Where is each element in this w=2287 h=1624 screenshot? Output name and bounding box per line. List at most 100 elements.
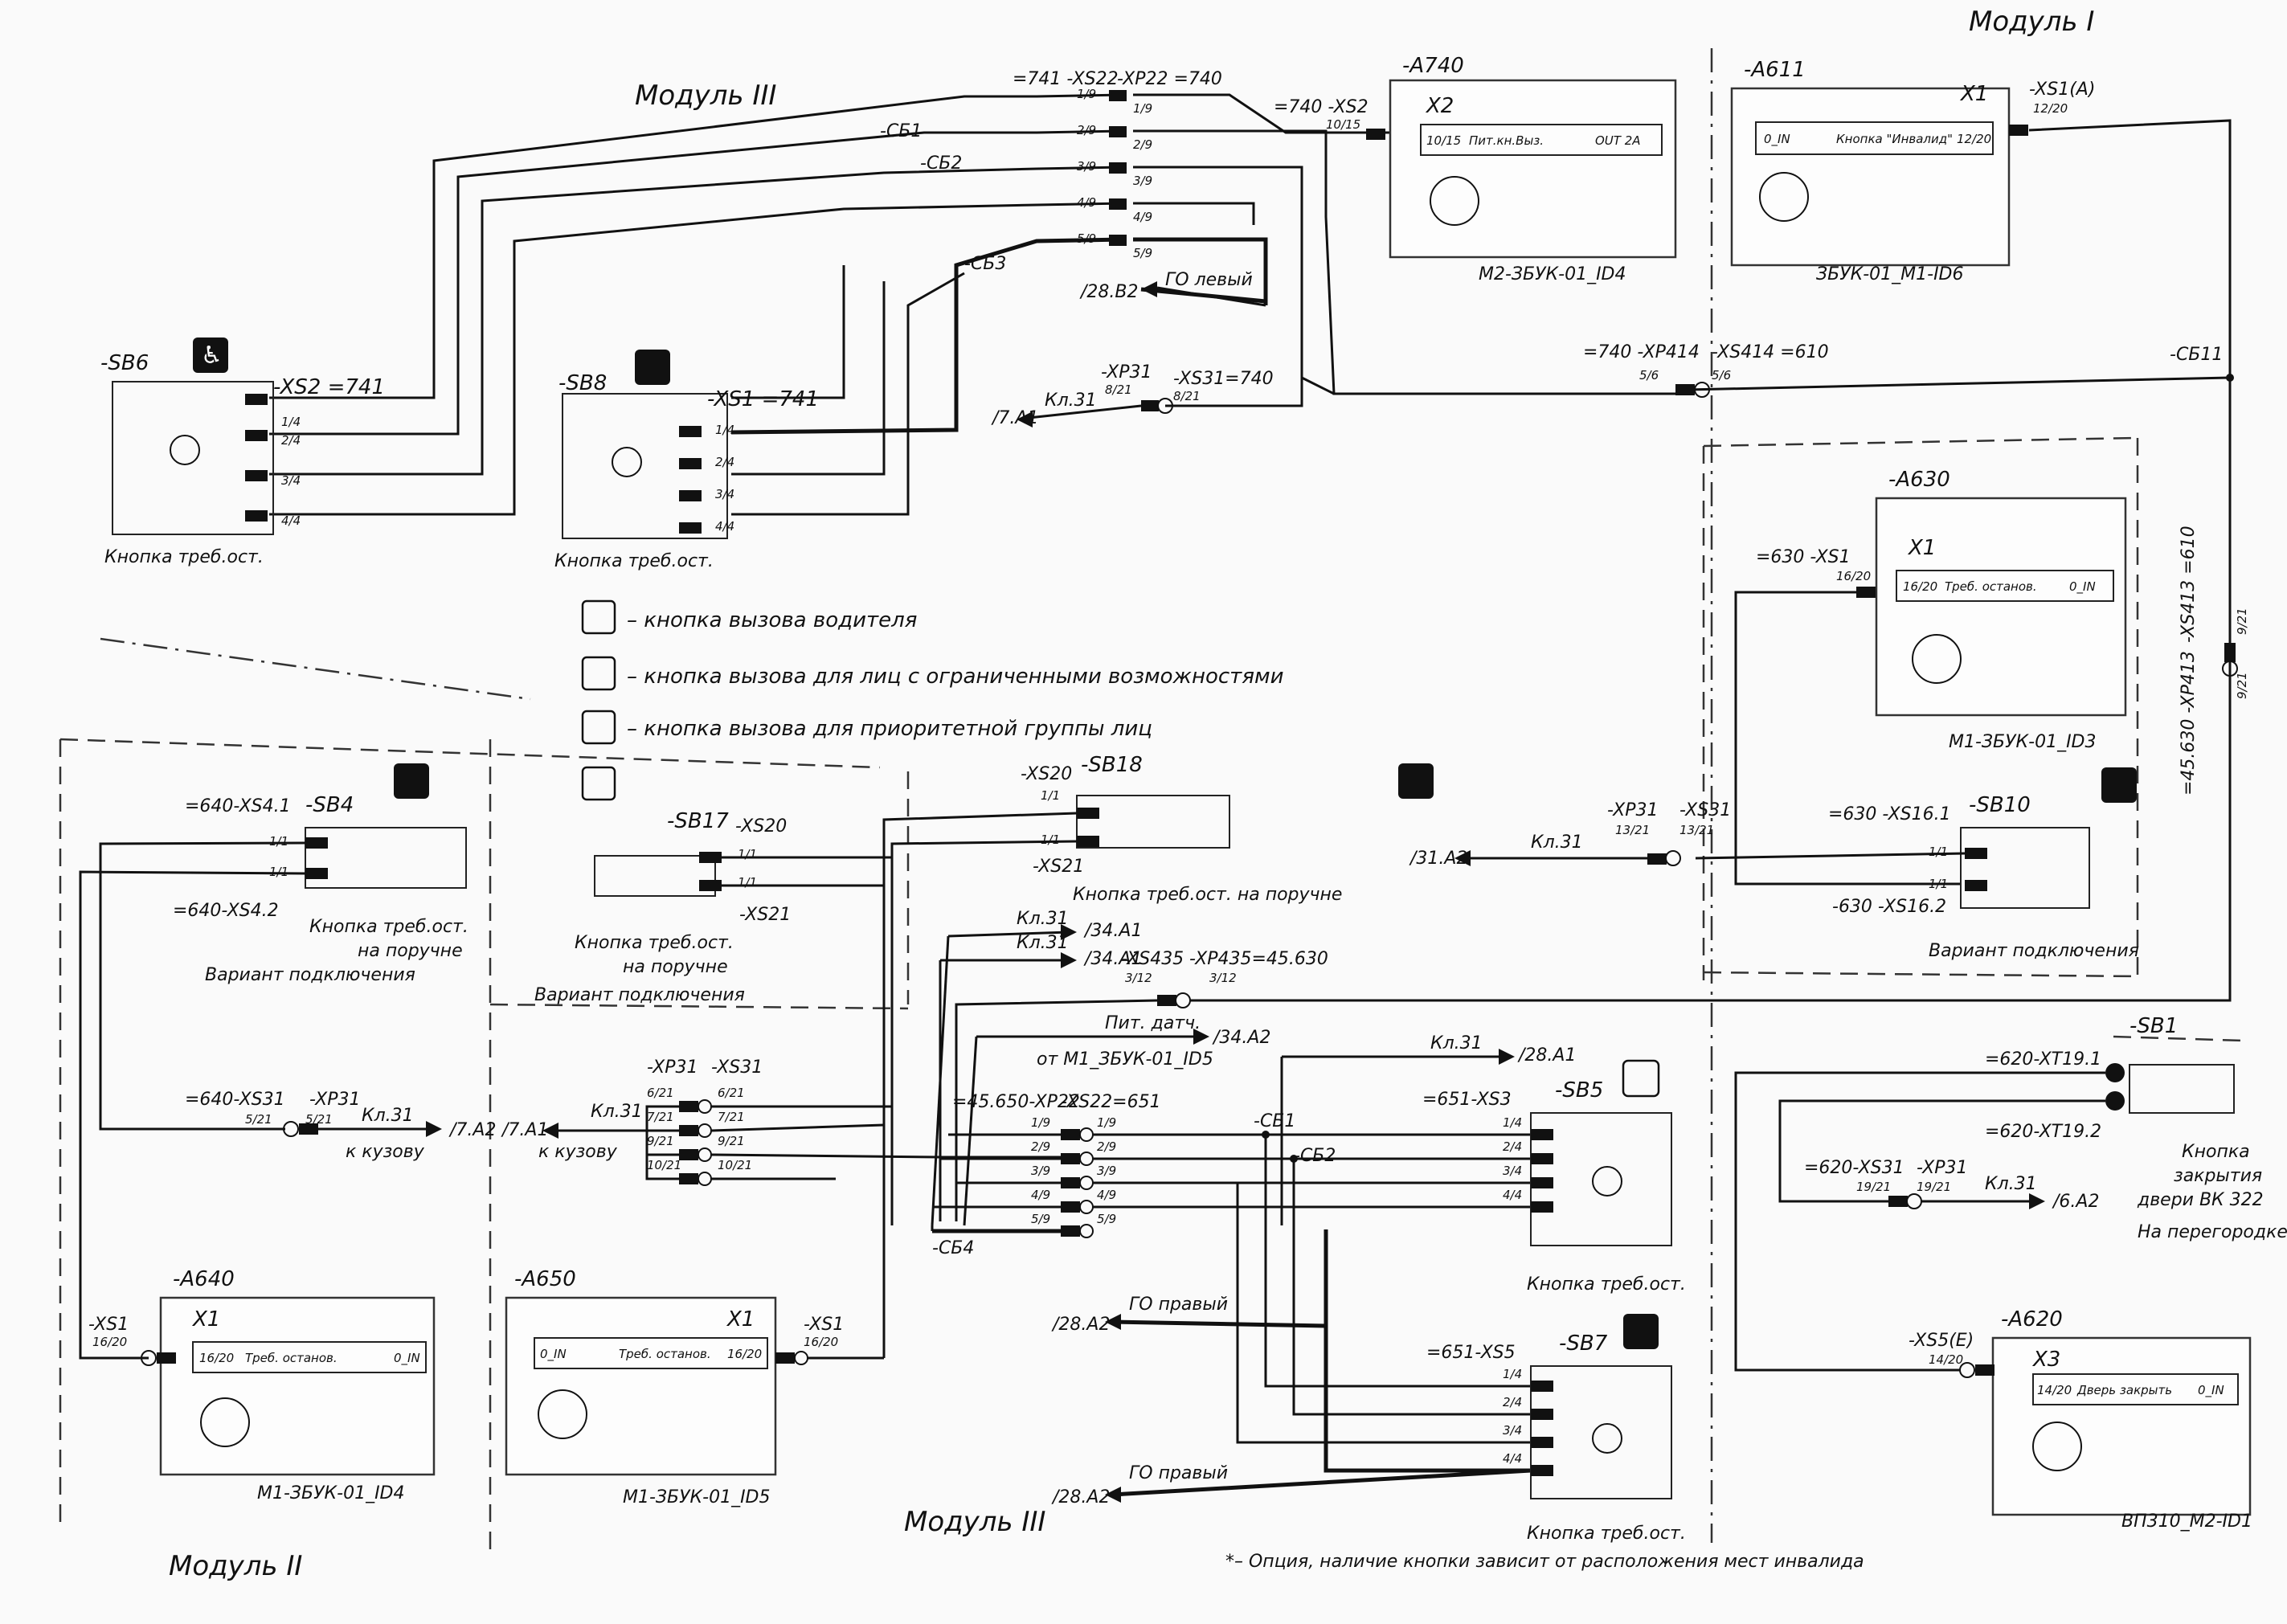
legend-driver: – кнопка вызова водителя: [627, 608, 917, 632]
sb7-conn: =651-XS5: [1426, 1343, 1516, 1363]
module-2-label: Модуль II: [169, 1550, 302, 1582]
kl31-620-refcode: /6.A2: [2052, 1192, 2099, 1212]
xp31-620-label: -XP31: [1917, 1158, 1968, 1178]
xs31-620-pin: 19/21: [1856, 1180, 1891, 1194]
button-sb18[interactable]: -SB18 -XS20 -XS21 1/1 1/1 Кнопка треб.ос…: [882, 753, 1342, 1358]
xs22-pin-2: 2/9: [1077, 123, 1096, 137]
sb18-pin-2: 1/1: [1041, 832, 1060, 847]
sb4-caption-2: на поручне: [358, 941, 463, 961]
priority-legend-icon: [581, 710, 616, 745]
kl31-body-left-label: Кл.31: [591, 1102, 643, 1122]
xp22-bottom-group: =45.650-XP22 -XS22=651 1/9 2/9 3/9 4/9 5…: [931, 1092, 1531, 1473]
xs413-connector: -XS413 =610 =45.630 -XP413 9/21 9/21: [1189, 378, 2249, 1002]
sb8-pin-2: 2/4: [715, 455, 734, 469]
xp31-left-label: -XP31: [647, 1057, 698, 1078]
a630-plug: =630 -XS1: [1756, 547, 1851, 567]
a630-signal: Треб. останов.: [1945, 579, 2037, 594]
button-sb5[interactable]: -SB5 =651-XS3 1/4 2/4 3/4 4/4 Кнопка тре…: [1422, 1059, 1686, 1295]
sb4-conn-bottom: =640-XS4.2: [173, 901, 279, 921]
xp31-mid-pin: 13/21: [1615, 823, 1650, 837]
sb18-conn-top: -XS20: [1021, 764, 1072, 784]
a640-conn: X1: [191, 1307, 220, 1332]
button-sb17[interactable]: -SB17 -XS20 -XS21 1/1 1/1 Кнопка треб.ос…: [534, 766, 892, 1005]
xp31-mid-label: -XP31: [1607, 800, 1659, 820]
sb6-pin-2: 2/4: [281, 433, 301, 448]
go-right-2-label: ГО правый: [1129, 1463, 1228, 1483]
xs22-bot-pin-5: 5/9: [1097, 1212, 1116, 1226]
bus-cb11: -CБ11: [2170, 345, 2223, 365]
xs22-pin-3: 3/9: [1077, 159, 1096, 174]
bus-cb1-top: -CБ1: [880, 121, 922, 141]
a650-name: M1-ЗБУК-01_ID5: [623, 1487, 771, 1507]
bus-cb2-bot: -CБ2: [1294, 1146, 1336, 1166]
sb6-pin-4: 4/4: [281, 513, 301, 528]
a630-name: M1-ЗБУК-01_ID3: [1949, 732, 2097, 752]
go-right-refs: ГО правый /28.A2 ГО правый /28.A2: [1051, 1295, 1532, 1507]
a740-pin: 10/15: [1426, 133, 1461, 148]
a611-conn: X1: [1959, 82, 1988, 106]
a620-signal: Дверь закрыть: [2076, 1383, 2172, 1397]
button-sb7[interactable]: -SB7 =651-XS5 1/4 2/4 3/4 4/4 Кнопка тре…: [1426, 1314, 1686, 1544]
sb5-pin-4: 4/4: [1503, 1188, 1522, 1202]
xs31-left-label: -XS31: [711, 1057, 763, 1078]
xs22-pin-1: 1/9: [1077, 87, 1096, 101]
footnote: *– Опция, наличие кнопки зависит от расп…: [1225, 1552, 1864, 1572]
driver-call-icon: [635, 350, 670, 385]
button-sb8[interactable]: -SB8 -XS1 =741 1/4 2/4 3/4 4/4 Кнопка тр…: [554, 350, 819, 571]
a640-name: M1-ЗБУК-01_ID4: [257, 1483, 405, 1503]
xs31-left-pin-2: 7/21: [718, 1110, 745, 1124]
sb7-pin-4: 4/4: [1503, 1451, 1522, 1466]
a630-plug-pin: 16/20: [1836, 569, 1871, 583]
a620-plug: -XS5(E): [1909, 1331, 1974, 1351]
a740-plug-pin: 10/15: [1326, 117, 1360, 132]
sb1-caption-1: Кнопка: [2182, 1142, 2250, 1162]
a630-pin: 16/20: [1903, 579, 1937, 594]
button-sb4[interactable]: =640-XS4.1 -SB4 1/1 1/1 =640-XS4.2 Кнопк…: [79, 763, 468, 1360]
xp31-620-pin: 19/21: [1917, 1180, 1951, 1194]
sb6-conn: -XS2 =741: [273, 375, 385, 399]
device-a611: -A611 X1 0_IN Кнопка "Инвалид" 12/20 ЗБУ…: [1730, 58, 2232, 378]
sb17-pin-1: 1/1: [738, 847, 757, 861]
sb17-caption-1: Кнопка треб.ост.: [575, 933, 734, 953]
xs22-bot-pin-3: 3/9: [1097, 1164, 1116, 1178]
button-sb10[interactable]: -SB10 =630 -XS16.1 -630 -XS16.2 1/1 1/1 …: [1695, 767, 2139, 961]
a630-pin-in: 0_IN: [2069, 579, 2096, 595]
xs22-bot-pin-2: 2/9: [1097, 1139, 1116, 1154]
xp31-left-pin-4: 10/21: [647, 1158, 681, 1172]
sb1-caption-2: закрытия: [2174, 1166, 2262, 1186]
button-sb1[interactable]: -SB1 =620-XT19.1 =620-XT19.2 Кнопка закр…: [1734, 1014, 2287, 1372]
sb18-caption: Кнопка треб.ост. на поручне: [1073, 885, 1342, 905]
bus-cb2-top: -CБ2: [920, 153, 962, 174]
transistor-icon: [1912, 634, 1962, 684]
a650-plug: -XS1: [804, 1315, 844, 1335]
transistor-icon: [200, 1397, 250, 1447]
kl31-640-refcode: /7.A2: [448, 1120, 496, 1140]
a740-conn: X2: [1425, 94, 1454, 118]
xs22-pin-4: 4/9: [1077, 195, 1096, 210]
xp31-left-pin-1: 6/21: [647, 1086, 674, 1100]
xp31-640-label: -XP31: [309, 1090, 361, 1110]
sb10-conn-top: =630 -XS16.1: [1828, 804, 1951, 824]
sb18-pin-1: 1/1: [1041, 788, 1060, 803]
sb10-pin-2: 1/1: [1929, 877, 1948, 891]
sb10-caption: Вариант подключения: [1929, 941, 2139, 961]
lamp-icon: [170, 435, 200, 465]
sb10-ref: -SB10: [1969, 793, 2031, 817]
a611-pin: 12/20: [1957, 132, 1991, 146]
xp435-pin: 3/12: [1209, 971, 1237, 985]
sb17-caption-2: на поручне: [623, 957, 728, 977]
xs435-connector: -XS435 -XP435=45.630 3/12 3/12: [955, 949, 1328, 1221]
a740-ref: -A740: [1402, 54, 1464, 78]
wheelchair-glyph: ♿: [201, 342, 223, 370]
a611-signal: Кнопка "Инвалид": [1836, 132, 1953, 146]
sb18-ref: -SB18: [1081, 753, 1143, 777]
xp22-pin-2: 2/9: [1133, 137, 1152, 152]
a611-pin-in: 0_IN: [1764, 132, 1790, 147]
mid-refs: Кл.31 /34.A1 Кл.31 /34.A1 Пит. датч. /34…: [931, 909, 1576, 1226]
button-sb6[interactable]: -SB6 -XS2 =741 ♿ 1/4 2/4 3/4 4/4 Кнопка …: [100, 337, 385, 567]
xp414-connector: =740 -XP414 -XS414 =610 5/6 5/6 -CБ11: [1301, 342, 2234, 398]
sb1-conn-bottom: =620-XT19.2: [1985, 1122, 2101, 1142]
sb17-ref: -SB17: [667, 809, 729, 833]
a611-plug: -XS1(A): [2029, 80, 2095, 100]
